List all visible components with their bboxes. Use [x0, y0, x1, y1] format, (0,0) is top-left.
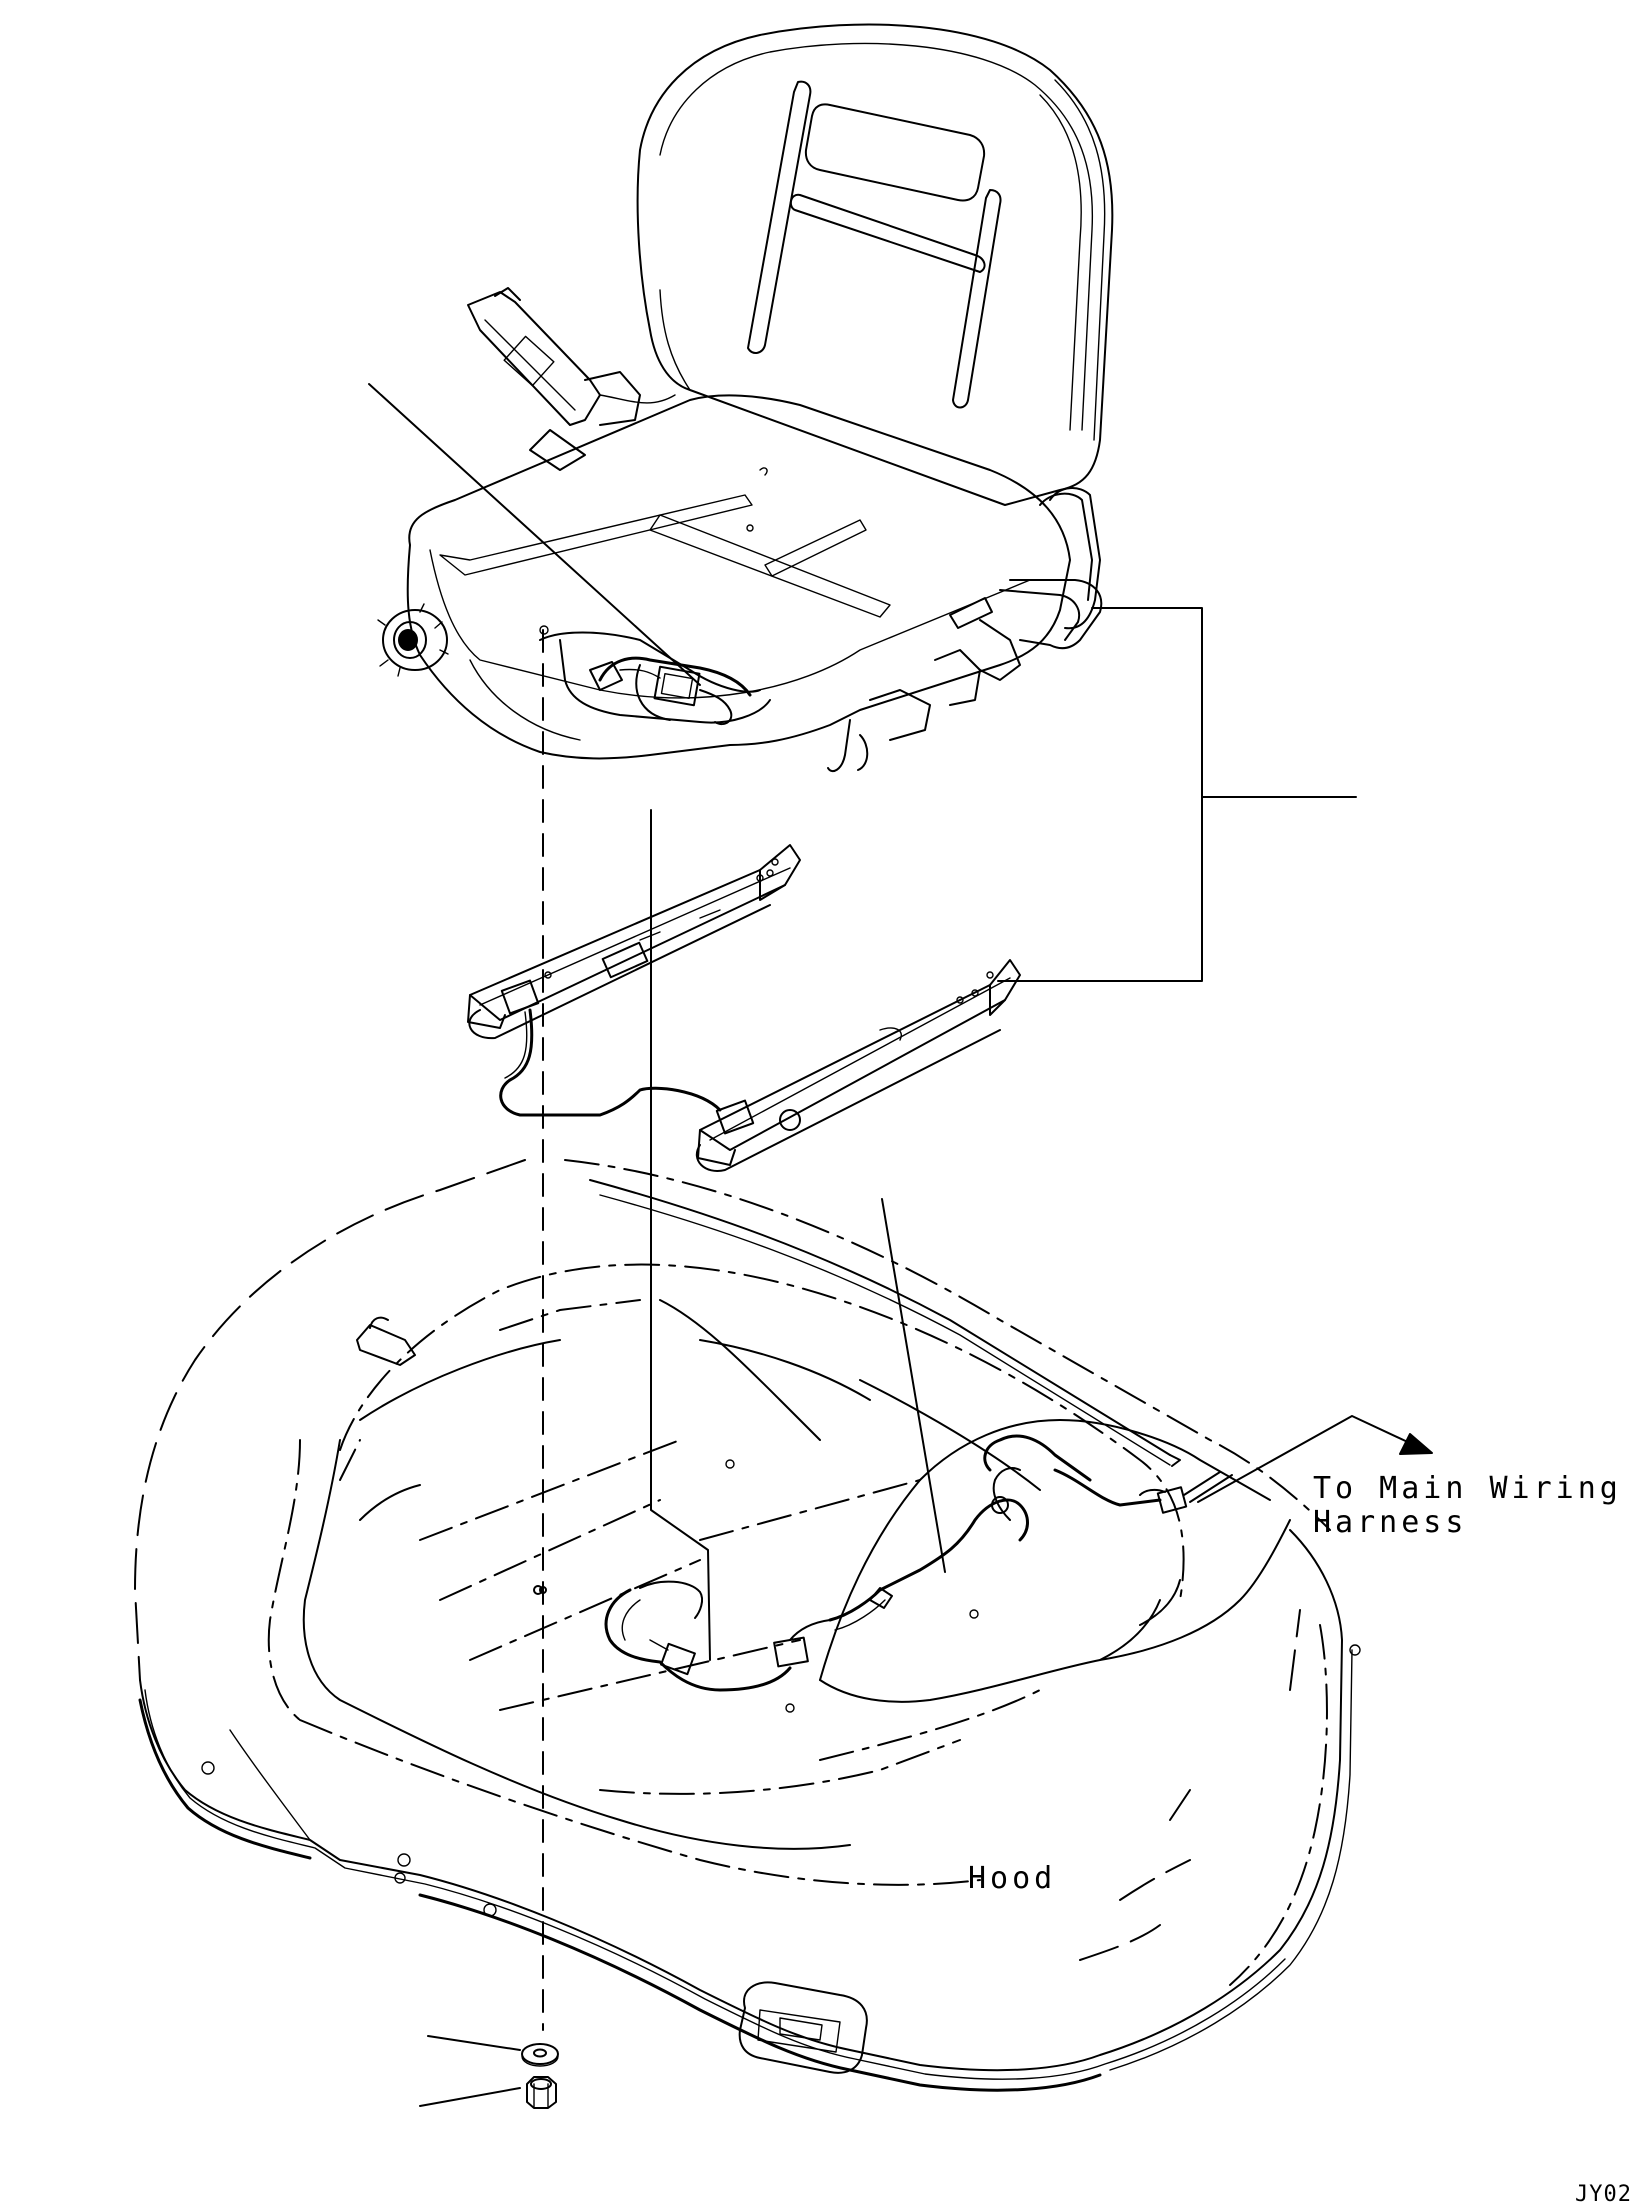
washer: [521, 2043, 559, 2067]
seat-belt-latch: [467, 287, 676, 471]
main-harness-label-line1: To Main Wiring: [1313, 1471, 1622, 1506]
hex-nut: [526, 2076, 557, 2109]
main-harness-label-line2: Harness: [1313, 1505, 1468, 1540]
leader-lines: [368, 383, 1357, 2107]
wiring-harness: [604, 1434, 1233, 1692]
harness-exit-arrow: [1197, 1415, 1433, 1503]
hood: [134, 1159, 1361, 2092]
hood-label: Hood: [968, 1861, 1057, 1896]
seat-backrest: [636, 23, 1114, 506]
seat-rails: [467, 844, 1021, 1172]
drawing-code: JY02: [1575, 2182, 1632, 2207]
seat-cushion: [377, 394, 1103, 773]
